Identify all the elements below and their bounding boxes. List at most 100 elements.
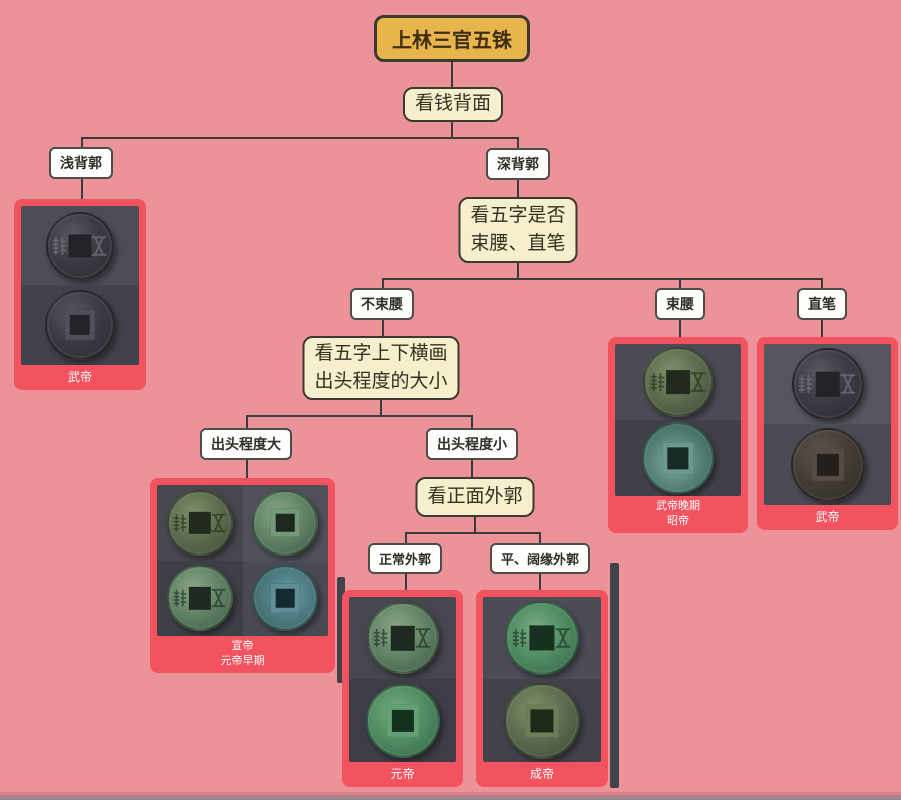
connector-line [474, 517, 476, 533]
wu-glyph-icon [415, 627, 431, 650]
card-caption: 宣帝 元帝早期 [157, 636, 328, 673]
node-label: 深背郭 [497, 156, 539, 172]
node-check-wu-character[interactable]: 看五字是否 束腰、直笔 [458, 197, 578, 263]
node-label-line2: 束腰、直笔 [470, 233, 566, 254]
coin-reverse [252, 489, 319, 556]
caption-line: 宣帝 [231, 640, 254, 653]
coin-photo-reverse [349, 679, 456, 762]
node-flat-wide-rim[interactable]: 平、阔缘外郭 [489, 543, 591, 574]
caption-line: 元帝 [390, 766, 415, 781]
node-deep-rim[interactable]: 深背郭 [486, 148, 550, 180]
coin-square-hole [386, 704, 419, 737]
node-label-line2: 出头程度的大小 [314, 371, 448, 392]
caption-line: 武帝 [67, 369, 92, 384]
coin-obverse [366, 602, 439, 675]
coin-card-wudi-late[interactable]: 武帝晚期 昭帝 [608, 337, 748, 533]
coin-card-chengdi[interactable]: 成帝 [476, 590, 608, 787]
node-normal-rim[interactable]: 正常外郭 [367, 543, 443, 574]
connector-line [246, 415, 248, 428]
node-no-waist[interactable]: 不束腰 [350, 288, 414, 320]
caption-line: 成帝 [529, 766, 554, 781]
coin-photo-reverse [242, 485, 328, 561]
photo-edge-strip [337, 577, 345, 683]
zhu-glyph-icon [373, 627, 388, 649]
card-caption: 成帝 [483, 762, 601, 787]
coin-reverse [790, 427, 865, 502]
node-check-front-rim[interactable]: 看正面外郭 [415, 477, 535, 517]
bottom-edge-shadow [0, 795, 901, 800]
wu-glyph-icon [211, 587, 226, 609]
coin-square-hole [64, 309, 96, 341]
node-protrusion-large[interactable]: 出头程度大 [200, 428, 292, 460]
zhu-glyph-icon [173, 512, 187, 533]
caption-line: 元帝早期 [220, 655, 265, 668]
connector-line [679, 315, 681, 337]
coin-card-yuandi[interactable]: 元帝 [342, 590, 463, 787]
node-protrusion-small[interactable]: 出头程度小 [426, 428, 518, 460]
coin-photos [764, 344, 891, 505]
node-label-line1: 看五字是否 [470, 204, 566, 226]
wu-glyph-icon [91, 234, 107, 257]
node-label: 看正面外郭 [427, 485, 523, 507]
coin-card-wudi-shallow[interactable]: 武帝 [14, 199, 146, 390]
node-label: 出头程度小 [437, 436, 507, 452]
node-label: 平、阔缘外郭 [500, 552, 580, 567]
node-label: 浅背郭 [60, 155, 102, 171]
coin-card-wudi-straight[interactable]: 武帝 [757, 337, 898, 530]
node-label-line1: 看五字上下横画 [314, 342, 448, 364]
node-label: 出头程度大 [211, 436, 281, 452]
zhu-glyph-icon [52, 235, 67, 257]
coin-square-hole [666, 370, 690, 394]
coin-reverse [642, 422, 714, 495]
connector-line [382, 315, 384, 336]
card-caption: 元帝 [349, 762, 456, 787]
coin-photo-reverse [21, 285, 139, 365]
zhu-glyph-icon [173, 588, 187, 609]
coin-photo-obverse [349, 597, 456, 680]
connector-line [246, 455, 248, 478]
connector-line [246, 415, 473, 417]
card-caption: 武帝 [764, 505, 891, 530]
coin-square-hole [68, 234, 92, 258]
connector-line [471, 415, 473, 428]
node-straight-stroke[interactable]: 直笔 [797, 288, 847, 320]
coin-obverse [46, 211, 114, 280]
coin-square-hole [815, 371, 840, 397]
node-label: 直笔 [808, 296, 836, 312]
coin-card-xuandi[interactable]: 宣帝 元帝早期 [150, 478, 335, 673]
node-look-at-back[interactable]: 看钱背面 [402, 87, 504, 122]
node-shallow-rim[interactable]: 浅背郭 [49, 147, 113, 179]
node-check-stroke-protrusion[interactable]: 看五字上下横画 出头程度的大小 [302, 336, 460, 400]
card-caption: 武帝 [21, 365, 139, 390]
caption-line: 昭帝 [667, 515, 689, 528]
wu-glyph-icon [840, 373, 856, 396]
coin-square-hole [811, 448, 844, 481]
coin-square-hole [662, 442, 694, 474]
coin-photo-obverse [21, 206, 139, 286]
coin-square-hole [390, 625, 415, 651]
root-node[interactable]: 上林三官五铢 [374, 15, 530, 62]
bottom-edge-line [0, 792, 901, 795]
coin-square-hole [529, 625, 555, 651]
coin-obverse [643, 347, 713, 418]
root-node-label: 上林三官五铢 [392, 30, 512, 52]
coin-photo-reverse [764, 424, 891, 505]
zhu-glyph-icon [512, 627, 527, 649]
connector-line [539, 569, 541, 590]
connector-line [679, 278, 681, 289]
coin-obverse [166, 489, 233, 556]
coin-photo-obverse [157, 560, 243, 637]
coin-photo-obverse [764, 344, 891, 425]
node-waist[interactable]: 束腰 [655, 288, 705, 320]
connector-line [405, 532, 541, 534]
connector-line [517, 137, 519, 149]
coin-reverse [504, 682, 580, 759]
zhu-glyph-icon [798, 373, 813, 395]
caption-line: 武帝晚期 [656, 500, 700, 513]
wu-glyph-icon [690, 371, 706, 394]
connector-line [405, 532, 407, 543]
coin-photo-reverse [615, 420, 741, 497]
node-label: 看钱背面 [414, 93, 492, 115]
connector-line [471, 455, 473, 477]
